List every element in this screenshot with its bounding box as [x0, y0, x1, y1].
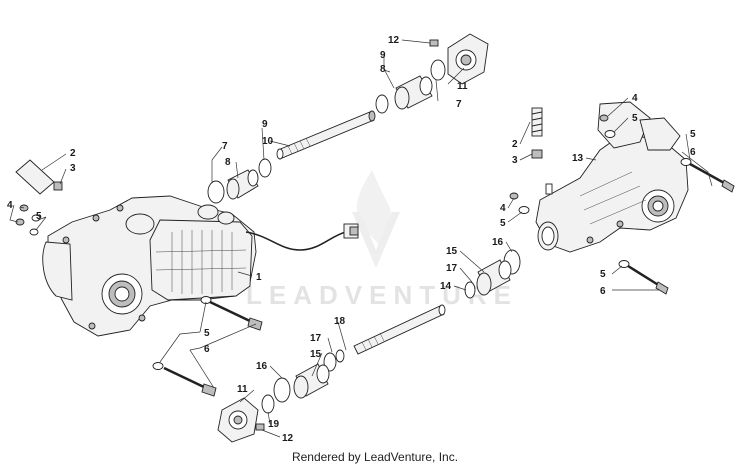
callout-5-right-mid: 5: [500, 218, 506, 229]
callout-3-right: 3: [512, 155, 518, 166]
upper-shaft-assembly: [207, 33, 489, 204]
right-bolts: [509, 114, 735, 295]
callout-7-top: 7: [456, 99, 462, 110]
callout-12-lower: 12: [282, 433, 294, 444]
callout-4-right-mid: 4: [500, 203, 506, 214]
callout-16-right: 16: [492, 237, 504, 248]
callout-5-right-lower: 5: [600, 269, 606, 280]
lower-shaft-assembly: [217, 249, 521, 443]
right-plug: [531, 149, 543, 159]
callout-14: 14: [440, 281, 452, 292]
lower-left-bolts: [152, 296, 263, 397]
callout-13: 13: [572, 153, 584, 164]
left-plug: [53, 181, 63, 191]
callout-6-lower-left: 6: [204, 344, 210, 355]
callout-1: 1: [256, 272, 262, 283]
right-small-plug: [545, 183, 553, 195]
callout-11-lower: 11: [237, 384, 248, 395]
callout-10: 10: [262, 136, 274, 147]
left-bolts: [15, 204, 41, 236]
callout-17-lower: 17: [310, 333, 322, 344]
callout-19: 19: [268, 419, 280, 430]
callout-5-right-top: 5: [632, 113, 638, 124]
leadventure-watermark: LEADVENTURE: [246, 170, 511, 310]
callout-11-top: 11: [457, 81, 468, 92]
callout-3-left: 3: [70, 163, 76, 174]
callout-8-top: 8: [380, 64, 386, 75]
callout-8-mid: 8: [225, 157, 231, 168]
callout-5-lower-left: 5: [204, 328, 210, 339]
left-spring: [15, 159, 55, 195]
callout-5-left: 5: [36, 211, 42, 222]
callout-4-left: 4: [7, 200, 13, 211]
callout-9-mid: 9: [262, 119, 268, 130]
leader-lines: [9, 39, 713, 438]
callout-15-right: 15: [446, 246, 458, 257]
callout-9-top: 9: [380, 50, 386, 61]
callout-2-left: 2: [70, 148, 76, 159]
callout-labels: 12 9 8 11 7 9 10 7 8 2 3 4 5 1 5 6 4 5 5…: [7, 35, 696, 444]
callout-2-right: 2: [512, 139, 518, 150]
callout-17-right: 17: [446, 263, 458, 274]
transmission-housing: [42, 195, 359, 337]
callout-6-far-right: 6: [690, 147, 696, 158]
callout-12-top: 12: [388, 35, 400, 46]
callout-18: 18: [334, 316, 346, 327]
callout-5-far-right: 5: [690, 129, 696, 140]
callout-15-lower: 15: [310, 349, 322, 360]
render-credit: Rendered by LeadVenture, Inc.: [291, 450, 459, 464]
right-gearcase: [535, 101, 689, 253]
callout-4-right-top: 4: [632, 93, 638, 104]
callout-6-right-lower: 6: [600, 286, 606, 297]
right-spring: [531, 107, 543, 137]
flame-logo-icon: [352, 170, 400, 268]
callout-7-mid: 7: [222, 141, 228, 152]
callout-16-lower: 16: [256, 361, 268, 372]
